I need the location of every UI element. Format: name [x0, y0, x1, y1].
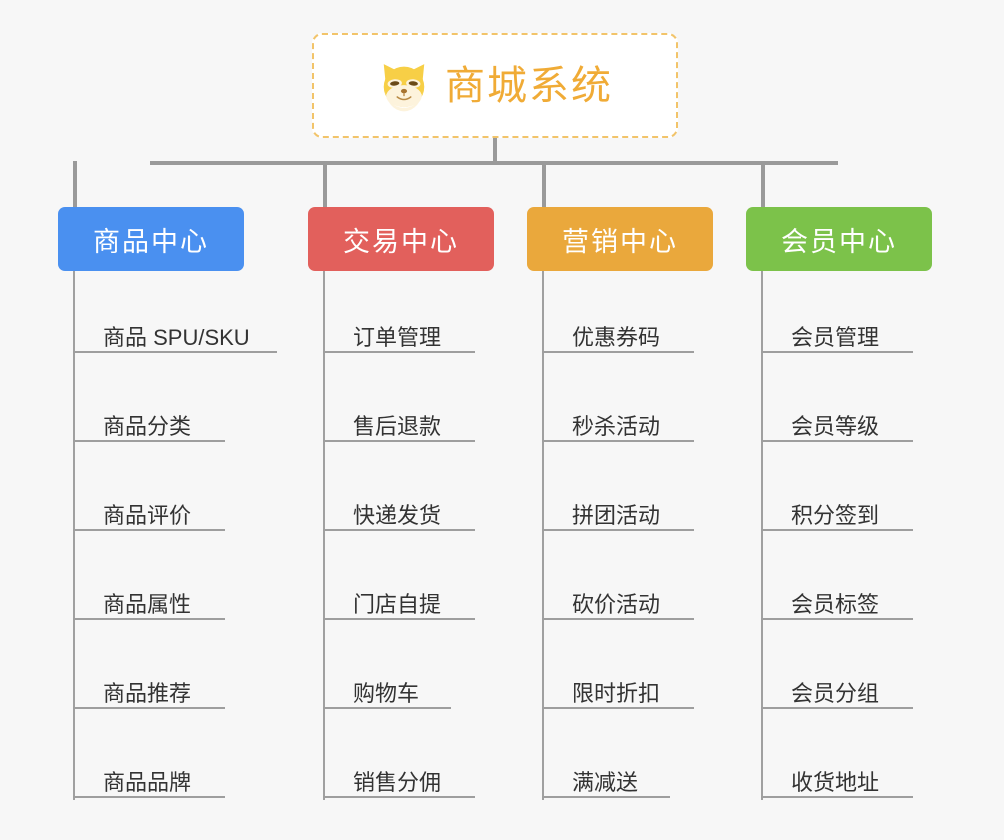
leaf-underline — [73, 618, 225, 620]
category-box-marketing-center[interactable]: 营销中心 — [527, 207, 713, 271]
leaf-label: 收货地址 — [791, 770, 880, 795]
leaf-underline — [73, 796, 225, 798]
leaf-underline — [542, 796, 670, 798]
leaf-label: 秒杀活动 — [572, 414, 661, 439]
leaf-underline — [761, 618, 913, 620]
leaf-spine-member-center — [761, 271, 763, 800]
leaf-underline — [323, 440, 475, 442]
leaf-underline — [761, 529, 913, 531]
leaf-label: 限时折扣 — [572, 681, 661, 706]
leaf-underline — [323, 529, 475, 531]
leaf-label: 会员分组 — [791, 681, 880, 706]
leaf-underline — [73, 440, 225, 442]
leaf-underline — [761, 351, 913, 353]
category-box-member-center[interactable]: 会员中心 — [746, 207, 932, 271]
leaf-label: 会员等级 — [791, 414, 880, 439]
leaf-label: 商品推荐 — [103, 681, 192, 706]
leaf-underline — [73, 351, 277, 353]
branch-drop-connector — [323, 161, 327, 207]
category-box-product-center[interactable]: 商品中心 — [58, 207, 244, 271]
leaf-underline — [73, 529, 225, 531]
leaf-underline — [761, 796, 913, 798]
leaf-label: 快递发货 — [353, 503, 442, 528]
leaf-underline — [323, 796, 475, 798]
root-node[interactable]: 商城系统 — [312, 33, 678, 138]
branch-drop-connector — [542, 161, 546, 207]
leaf-label: 销售分佣 — [353, 770, 442, 795]
leaf-label: 会员管理 — [791, 325, 880, 350]
leaf-label: 售后退款 — [353, 414, 442, 439]
leaf-underline — [542, 440, 694, 442]
root-title: 商城系统 — [445, 63, 613, 108]
category-box-trade-center[interactable]: 交易中心 — [308, 207, 494, 271]
leaf-underline — [542, 618, 694, 620]
leaf-label: 砍价活动 — [572, 592, 661, 617]
leaf-spine-trade-center — [323, 271, 325, 800]
leaf-underline — [542, 707, 694, 709]
leaf-underline — [323, 618, 475, 620]
branch-drop-connector — [73, 161, 77, 207]
leaf-label: 积分签到 — [791, 503, 880, 528]
leaf-label: 优惠券码 — [572, 325, 661, 350]
leaf-underline — [761, 440, 913, 442]
category-label-marketing-center: 营销中心 — [562, 226, 678, 257]
leaf-underline — [323, 351, 475, 353]
shiba-dog-icon — [383, 63, 425, 111]
bus-connector — [150, 161, 838, 165]
leaf-label: 会员标签 — [791, 592, 880, 617]
leaf-label: 购物车 — [353, 681, 420, 706]
leaf-spine-product-center — [73, 271, 75, 800]
leaf-underline — [761, 707, 913, 709]
category-label-trade-center: 交易中心 — [343, 226, 459, 257]
category-label-member-center: 会员中心 — [781, 226, 897, 257]
branch-drop-connector — [761, 161, 765, 207]
leaf-label: 拼团活动 — [572, 503, 661, 528]
leaf-label: 订单管理 — [353, 325, 442, 350]
leaf-underline — [323, 707, 451, 709]
leaf-underline — [542, 529, 694, 531]
leaf-label: 门店自提 — [353, 592, 442, 617]
leaf-label: 商品 SPU/SKU — [103, 325, 250, 350]
leaf-label: 商品品牌 — [103, 770, 192, 795]
leaf-underline — [73, 707, 225, 709]
leaf-label: 商品评价 — [103, 503, 192, 528]
leaf-label: 商品分类 — [103, 414, 192, 439]
leaf-label: 商品属性 — [103, 592, 192, 617]
root-stem-connector — [493, 138, 497, 165]
leaf-spine-marketing-center — [542, 271, 544, 800]
category-label-product-center: 商品中心 — [93, 226, 209, 257]
leaf-label: 满减送 — [572, 770, 639, 795]
leaf-underline — [542, 351, 694, 353]
